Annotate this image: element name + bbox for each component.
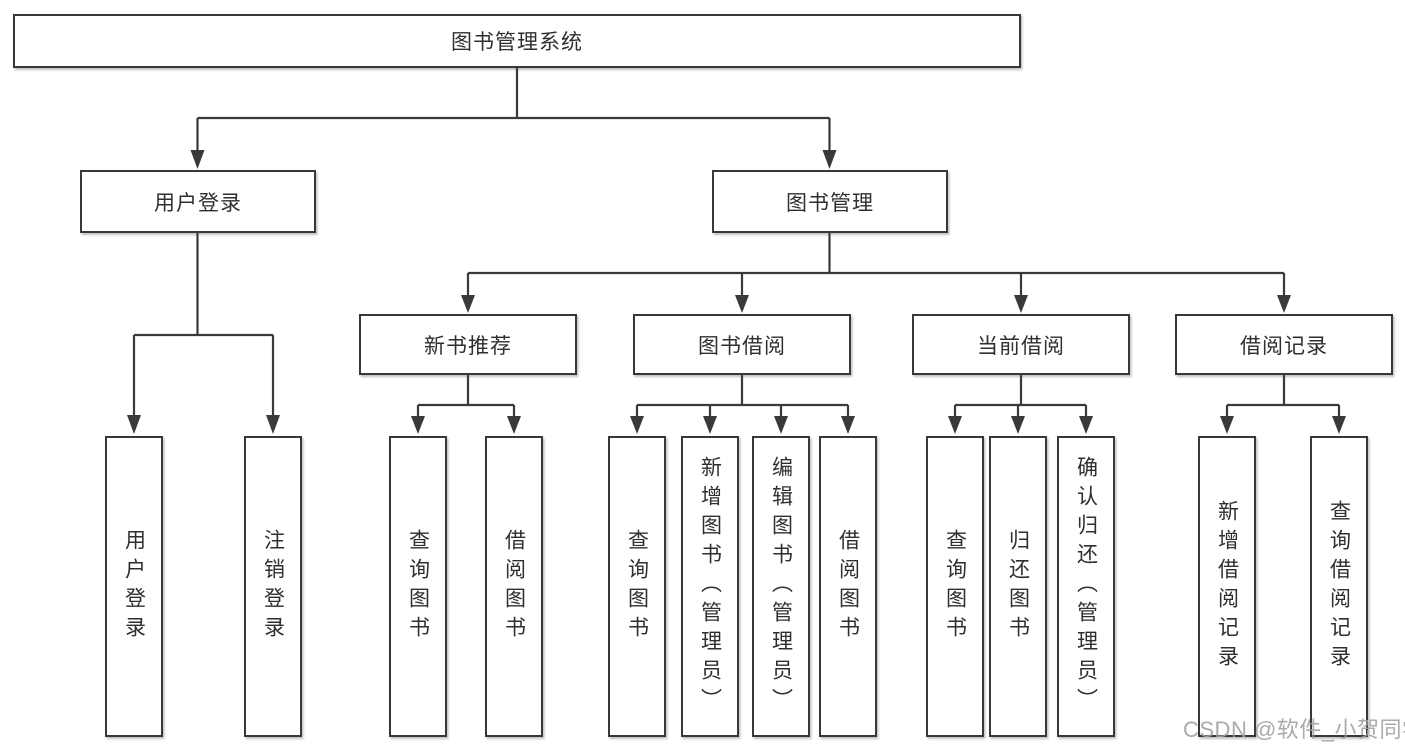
leaf-query-books-2: 查询图书 — [608, 436, 666, 737]
node-label: 注销登录 — [261, 528, 285, 645]
leaf-query-books-1: 查询图书 — [389, 436, 447, 737]
connector-root-to-level2 — [190, 68, 837, 169]
leaf-return-book: 归还图书 — [989, 436, 1047, 737]
connector-book-borrow-group — [630, 375, 855, 434]
node-label: 归还图书 — [1006, 528, 1030, 645]
node-label: 查询图书 — [625, 528, 649, 645]
node-root-library-system: 图书管理系统 — [13, 14, 1021, 68]
connector-user-login-group — [127, 233, 280, 434]
node-label: 用户登录 — [122, 528, 146, 645]
node-label: 借阅图书 — [502, 528, 526, 645]
leaf-confirm-return-admin: 确认归还（管理员） — [1057, 436, 1115, 737]
connector-new-book-group — [411, 375, 521, 434]
node-label: 查询借阅记录 — [1327, 499, 1351, 674]
node-label: 图书借阅 — [698, 334, 786, 358]
node-label: 查询图书 — [406, 528, 430, 645]
leaf-borrow-books-1: 借阅图书 — [485, 436, 543, 737]
node-label: 图书管理系统 — [451, 31, 583, 54]
csdn-watermark: CSDN @软件_小贺同学 — [1183, 717, 1405, 742]
node-user-login: 用户登录 — [80, 170, 316, 233]
node-label: 用户登录 — [154, 191, 242, 215]
node-label: 确认归还（管理员） — [1074, 456, 1098, 717]
connector-current-borrow-group — [948, 375, 1093, 434]
node-current-borrow: 当前借阅 — [912, 314, 1130, 375]
node-label: 当前借阅 — [977, 334, 1065, 358]
node-new-book-recommend: 新书推荐 — [359, 314, 577, 375]
connector-borrow-records-group — [1220, 375, 1346, 434]
leaf-query-borrow-record: 查询借阅记录 — [1310, 436, 1368, 737]
node-book-borrow: 图书借阅 — [633, 314, 851, 375]
node-label: 查询图书 — [943, 528, 967, 645]
node-label: 新增图书（管理员） — [698, 456, 722, 717]
node-label: 借阅记录 — [1240, 334, 1328, 358]
node-book-management: 图书管理 — [712, 170, 948, 233]
node-label: 图书管理 — [786, 191, 874, 215]
leaf-user-login: 用户登录 — [105, 436, 163, 737]
connector-book-mgmt-group — [461, 233, 1291, 313]
leaf-edit-book-admin: 编辑图书（管理员） — [752, 436, 810, 737]
node-label: 新增借阅记录 — [1215, 499, 1239, 674]
leaf-add-book-admin: 新增图书（管理员） — [681, 436, 739, 737]
node-label: 编辑图书（管理员） — [769, 456, 793, 717]
leaf-query-books-3: 查询图书 — [926, 436, 984, 737]
node-borrow-records: 借阅记录 — [1175, 314, 1393, 375]
leaf-borrow-books-2: 借阅图书 — [819, 436, 877, 737]
leaf-add-borrow-record: 新增借阅记录 — [1198, 436, 1256, 737]
node-label: 借阅图书 — [836, 528, 860, 645]
leaf-logout: 注销登录 — [244, 436, 302, 737]
node-label: 新书推荐 — [424, 334, 512, 358]
